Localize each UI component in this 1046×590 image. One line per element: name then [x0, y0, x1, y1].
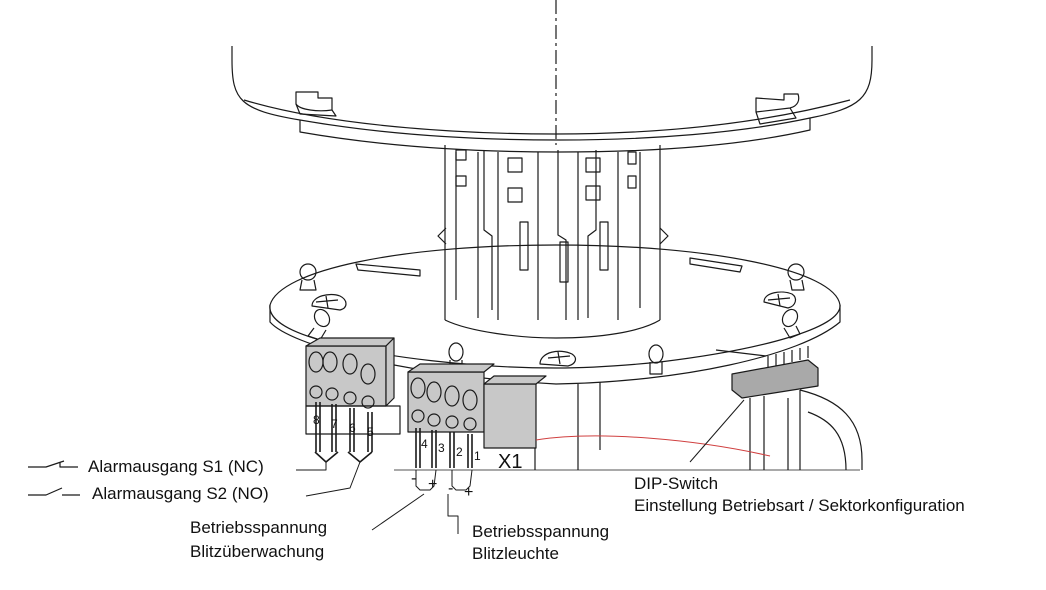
label-dip-description: Einstellung Betriebsart / Sektorkonfigur… — [634, 496, 965, 515]
leds — [299, 263, 805, 375]
screws — [311, 291, 797, 367]
terminal-holes-left — [308, 351, 376, 409]
central-column — [437, 145, 669, 339]
leader-lines — [296, 399, 745, 534]
terminal-number-8: 8 — [313, 413, 320, 427]
terminal-number-4: 4 — [421, 437, 428, 451]
label-supply-lamp-2: Blitzleuchte — [472, 544, 559, 563]
label-dip-switch: DIP-Switch — [634, 474, 719, 493]
label-supply-lamp-1: Betriebsspannung — [472, 522, 610, 541]
label-alarm-s1: Alarmausgang S1 (NC) — [88, 457, 264, 476]
label-alarm-s2: Alarmausgang S2 (NO) — [92, 484, 269, 503]
terminal-number-5: 5 — [367, 425, 374, 439]
terminal-number-6: 6 — [349, 421, 356, 435]
terminal-number-2: 2 — [456, 445, 463, 459]
wires-right — [415, 428, 473, 468]
top-housing — [231, 0, 873, 153]
label-supply-monitor-1: Betriebsspannung — [190, 518, 328, 537]
polarity-monitor-minus: - — [411, 470, 417, 487]
polarity-lamp-minus: - — [448, 480, 454, 497]
mounting-plate — [269, 244, 841, 470]
label-supply-monitor-2: Blitzüberwachung — [190, 542, 325, 561]
dip-switch — [731, 359, 819, 399]
terminal-block-right — [407, 363, 547, 449]
terminal-block-left — [305, 337, 395, 407]
contact-symbols — [28, 460, 80, 496]
terminal-block-left-lower — [305, 405, 401, 435]
wires-left — [314, 402, 373, 463]
terminal-number-7: 7 — [331, 417, 338, 431]
terminal-holes-right — [410, 377, 478, 431]
right-housing — [749, 389, 863, 471]
terminal-number-1: 1 — [474, 449, 481, 463]
polarity-lamp-plus: + — [464, 484, 474, 501]
terminal-number-3: 3 — [438, 441, 445, 455]
polarity-monitor-plus: + — [428, 476, 438, 493]
dip-switch-levers — [767, 346, 809, 368]
red-cable — [535, 435, 771, 457]
connector-label: X1 — [498, 451, 523, 473]
